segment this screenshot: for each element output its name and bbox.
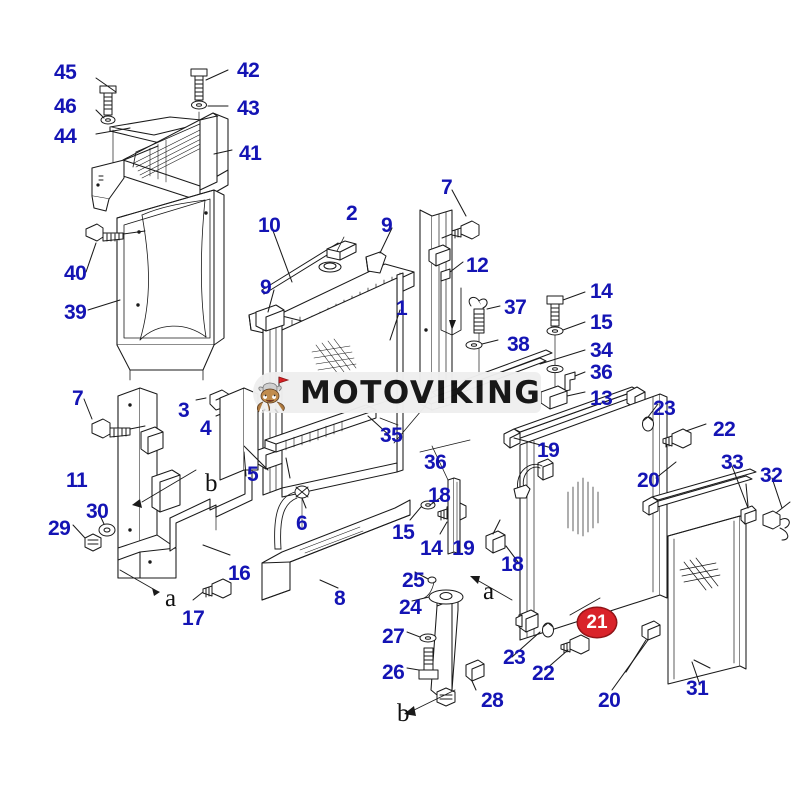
callout-1[interactable]: 1 bbox=[396, 297, 408, 320]
callout-45[interactable]: 45 bbox=[54, 61, 77, 84]
callout-2[interactable]: 2 bbox=[346, 202, 358, 225]
callout-41[interactable]: 41 bbox=[239, 142, 262, 165]
callout-34[interactable]: 34 bbox=[590, 339, 613, 362]
callout-37[interactable]: 37 bbox=[504, 296, 527, 319]
callout-4[interactable]: 4 bbox=[200, 417, 212, 440]
callout-19[interactable]: 19 bbox=[452, 537, 475, 560]
callout-39[interactable]: 39 bbox=[64, 301, 87, 324]
callout-19[interactable]: 19 bbox=[537, 439, 560, 462]
callout-27[interactable]: 27 bbox=[382, 625, 405, 648]
callout-10[interactable]: 10 bbox=[258, 214, 281, 237]
callout-14[interactable]: 14 bbox=[420, 537, 443, 560]
callout-8[interactable]: 8 bbox=[334, 587, 346, 610]
callout-11[interactable]: 11 bbox=[66, 469, 88, 492]
callout-40[interactable]: 40 bbox=[64, 262, 87, 285]
callout-15[interactable]: 15 bbox=[590, 311, 613, 334]
section-marker-a: a bbox=[165, 585, 177, 612]
callout-18[interactable]: 18 bbox=[501, 553, 524, 576]
callout-23[interactable]: 23 bbox=[653, 397, 676, 420]
callout-26[interactable]: 26 bbox=[382, 661, 405, 684]
callout-32[interactable]: 32 bbox=[760, 464, 783, 487]
callout-42[interactable]: 42 bbox=[237, 59, 260, 82]
callout-15[interactable]: 15 bbox=[392, 521, 415, 544]
callout-20[interactable]: 20 bbox=[598, 689, 621, 712]
watermark-text: MOTOVIKING bbox=[300, 374, 542, 411]
callout-44[interactable]: 44 bbox=[54, 125, 77, 148]
section-marker-b: b bbox=[205, 470, 218, 497]
highlighted-part-badge[interactable]: 21 bbox=[577, 607, 617, 638]
watermark: MOTOVIKING bbox=[253, 372, 542, 414]
callout-22[interactable]: 22 bbox=[713, 418, 736, 441]
callout-25[interactable]: 25 bbox=[402, 569, 425, 592]
callout-5[interactable]: 5 bbox=[247, 463, 259, 486]
callout-43[interactable]: 43 bbox=[237, 97, 260, 120]
callout-9[interactable]: 9 bbox=[381, 214, 393, 237]
section-marker-a: a bbox=[483, 578, 495, 605]
callout-29[interactable]: 29 bbox=[48, 517, 71, 540]
callout-33[interactable]: 33 bbox=[721, 451, 744, 474]
callout-17[interactable]: 17 bbox=[182, 607, 205, 630]
callout-36[interactable]: 36 bbox=[590, 361, 613, 384]
callout-24[interactable]: 24 bbox=[399, 596, 422, 619]
callout-7[interactable]: 7 bbox=[72, 387, 84, 410]
callout-31[interactable]: 31 bbox=[686, 677, 709, 700]
callout-22[interactable]: 22 bbox=[532, 662, 555, 685]
callout-35[interactable]: 35 bbox=[380, 424, 403, 447]
callout-12[interactable]: 12 bbox=[466, 254, 489, 277]
callout-30[interactable]: 30 bbox=[86, 500, 109, 523]
callout-38[interactable]: 38 bbox=[507, 333, 530, 356]
callout-13[interactable]: 13 bbox=[590, 387, 613, 410]
callout-23[interactable]: 23 bbox=[503, 646, 526, 669]
callout-9[interactable]: 9 bbox=[260, 276, 272, 299]
section-marker-b: b bbox=[397, 700, 410, 727]
callout-6[interactable]: 6 bbox=[296, 512, 308, 535]
callout-7[interactable]: 7 bbox=[441, 176, 453, 199]
callout-36[interactable]: 36 bbox=[424, 451, 447, 474]
viking-mascot-icon bbox=[253, 372, 297, 414]
callout-46[interactable]: 46 bbox=[54, 95, 77, 118]
callout-28[interactable]: 28 bbox=[481, 689, 504, 712]
callout-18[interactable]: 18 bbox=[428, 484, 451, 507]
callout-16[interactable]: 16 bbox=[228, 562, 251, 585]
callout-14[interactable]: 14 bbox=[590, 280, 613, 303]
callout-3[interactable]: 3 bbox=[178, 399, 190, 422]
callout-20[interactable]: 20 bbox=[637, 469, 660, 492]
